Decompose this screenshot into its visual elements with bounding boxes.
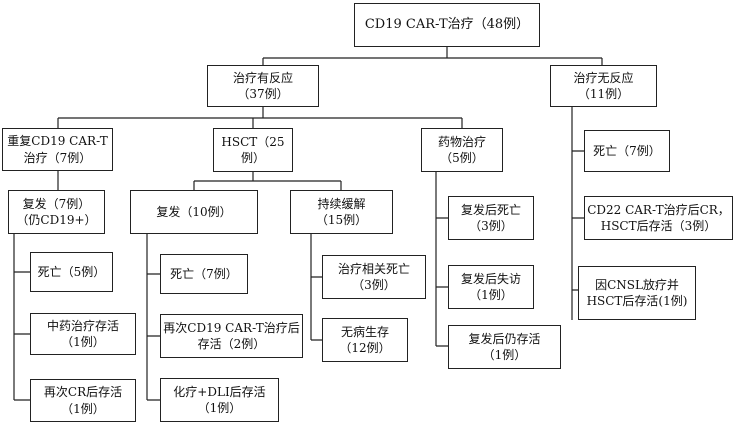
node-hsct-relapse: 复发（10例） [130,190,258,234]
connector [435,172,448,347]
node-nr-cnsl: 因CNSL放疗并 HSCT后存活(1例) [578,266,696,320]
node-rr-death: 死亡（5例） [30,252,113,292]
node-hr-cart: 再次CD19 CAR-T治疗后 存活（2例） [160,314,303,358]
node-rr-tcm: 中药治疗存活 （1例） [30,313,136,355]
connector [57,107,463,128]
node-hsct-remission: 持续缓解 （15例） [290,190,393,234]
node-nr-death: 死亡（7例） [584,130,670,172]
node-rem-trm: 治疗相关死亡 （3例） [322,255,426,299]
node-nr-cd22: CD22 CAR-T治疗后CR， HSCT后存活（3例） [584,196,733,240]
connector [572,150,584,291]
connector [146,234,160,401]
node-rr-cr: 再次CR后存活 （1例） [30,379,136,422]
node-repeat-relapse: 复发（7例） （仍CD19+） [8,190,105,234]
node-drug: 药物治疗 （5例） [421,128,503,172]
node-drug-alive: 复发后仍存活 （1例） [448,325,561,369]
connector [310,234,322,341]
node-root: CD19 CAR-T治疗（48例） [354,3,540,47]
node-rem-dfs: 无病生存 （12例） [322,318,408,362]
node-repeat-cart: 重复CD19 CAR-T 治疗（7例） [2,128,113,171]
node-responded: 治疗有反应 （37例） [207,65,319,107]
node-no-response: 治疗无反应 （11例） [550,65,657,107]
node-hsct: HSCT（25例） [213,128,293,172]
node-drug-lost: 复发后失访 （1例） [448,265,534,309]
connector [13,234,30,401]
node-hr-death: 死亡（7例） [160,254,248,294]
connector [262,47,603,65]
connector [193,172,342,190]
node-drug-death: 复发后死亡 （3例） [448,196,534,240]
node-hr-chemo: 化疗+DLI后存活 （1例） [160,378,279,422]
